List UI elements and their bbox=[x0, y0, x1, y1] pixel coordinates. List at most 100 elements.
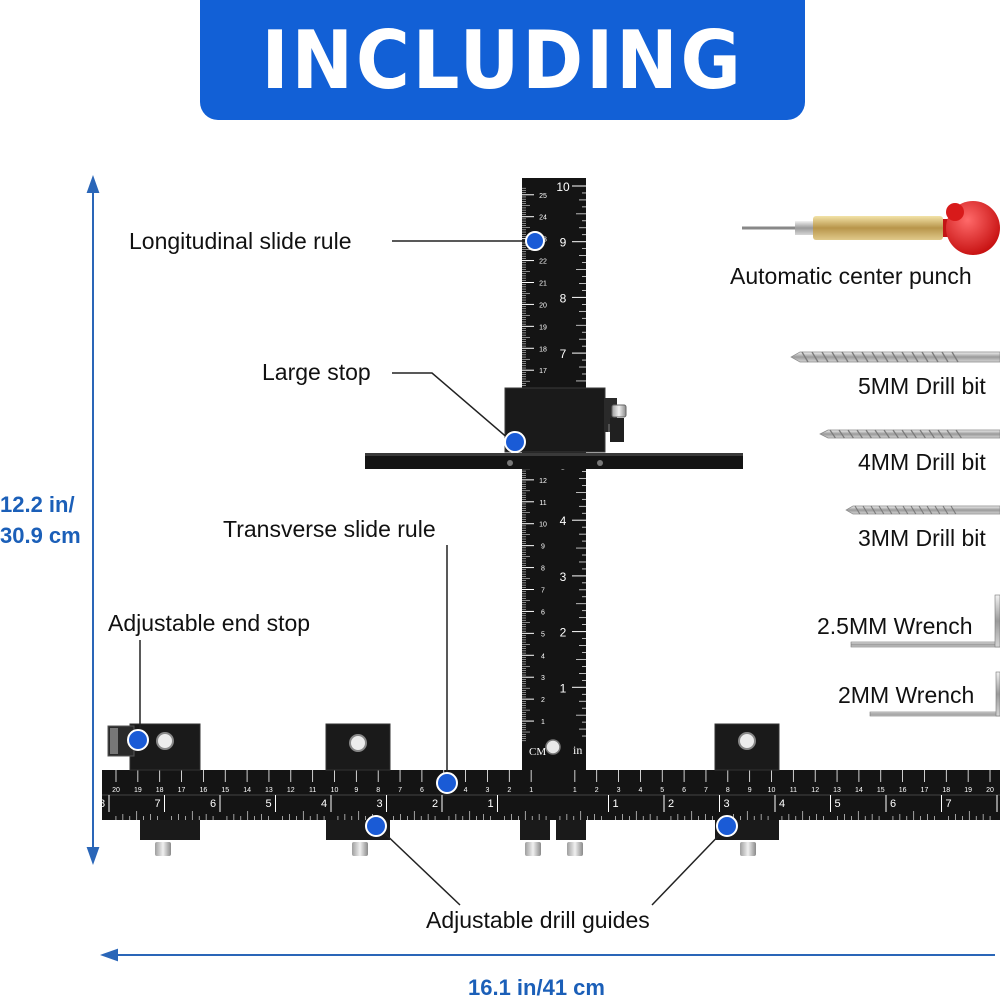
h-inch-tick-label: 3 bbox=[723, 798, 729, 810]
drill-flute bbox=[934, 505, 941, 515]
drill-flute bbox=[894, 505, 901, 515]
height-dimension-arrow bbox=[86, 175, 100, 865]
dimension-width: 16.1 in/41 cm bbox=[468, 975, 605, 1000]
h-cm-tick-label: 18 bbox=[156, 787, 164, 794]
h-inch-tick-label: 3 bbox=[376, 798, 382, 810]
dimension-height-cm: 30.9 cm bbox=[0, 523, 81, 548]
drill-bit-3mm bbox=[845, 505, 1000, 515]
drill-flute bbox=[946, 429, 953, 439]
label-drill-bit-5mm: 5MM Drill bit bbox=[858, 373, 986, 399]
h-cm-tick-label: 2 bbox=[595, 787, 599, 794]
h-cm-tick-label: 5 bbox=[660, 787, 664, 794]
width-dimension-arrow bbox=[100, 948, 995, 962]
drill-flute bbox=[871, 351, 879, 363]
drill-flute bbox=[874, 429, 881, 439]
drill-flute bbox=[838, 429, 845, 439]
callout-dot-longitudinal bbox=[525, 231, 545, 251]
h-inch-tick-label: 4 bbox=[779, 798, 785, 810]
drill-flute bbox=[847, 429, 854, 439]
label-wrench-2mm: 2MM Wrench bbox=[838, 682, 975, 708]
h-cm-tick-label: 1 bbox=[573, 787, 577, 794]
title-banner: INCLUDING bbox=[200, 0, 805, 120]
h-cm-tick-label: 11 bbox=[790, 787, 797, 794]
drill-flute bbox=[865, 429, 872, 439]
drill-flute bbox=[951, 351, 959, 363]
banner-title: INCLUDING bbox=[261, 14, 744, 107]
v-cm-tick-label: 1 bbox=[541, 719, 545, 726]
callout-dot-drill-guide-right bbox=[716, 815, 738, 837]
callout-dot-large-stop bbox=[504, 431, 526, 453]
v-cm-tick-label: 11 bbox=[539, 500, 546, 507]
h-inch-tick-label: 4 bbox=[321, 798, 327, 810]
h-cm-tick-label: 18 bbox=[942, 787, 950, 794]
v-cm-tick-label: 17 bbox=[539, 368, 547, 375]
drill-flute bbox=[918, 505, 925, 515]
drill-flute bbox=[811, 351, 819, 363]
drill-flute bbox=[955, 429, 962, 439]
v-cm-tick-label: 24 bbox=[539, 215, 547, 222]
drill-flute bbox=[931, 351, 939, 363]
label-adjustable-drill-guides: Adjustable drill guides bbox=[426, 907, 650, 933]
h-cm-tick-label: 8 bbox=[376, 787, 380, 794]
h-cm-tick-label: 17 bbox=[178, 787, 186, 794]
h-inch-tick-label: 5 bbox=[265, 798, 271, 810]
h-cm-tick-label: 10 bbox=[331, 787, 339, 794]
h-cm-tick-label: 12 bbox=[811, 787, 819, 794]
h-cm-tick-label: 19 bbox=[964, 787, 972, 794]
v-cm-tick-label: 10 bbox=[539, 522, 547, 529]
v-cm-tick-label: 4 bbox=[541, 653, 545, 660]
longitudinal-slide-rule: 1234567891011121314151617181920212223242… bbox=[522, 178, 586, 772]
h-cm-tick-label: 1 bbox=[529, 787, 533, 794]
drill-flute bbox=[926, 505, 933, 515]
drill-flute bbox=[901, 429, 908, 439]
h-cm-tick-label: 8 bbox=[726, 787, 730, 794]
h-cm-tick-label: 12 bbox=[287, 787, 295, 794]
callout-dots bbox=[127, 231, 738, 837]
h-inch-tick-label: 1 bbox=[487, 798, 493, 810]
drill-flute bbox=[919, 429, 926, 439]
label-drill-bit-3mm: 3MM Drill bit bbox=[858, 525, 986, 551]
label-adjustable-end-stop: Adjustable end stop bbox=[108, 610, 311, 636]
h-inch-tick-label: 6 bbox=[210, 798, 216, 810]
drill-flute bbox=[856, 429, 863, 439]
h-cm-tick-label: 3 bbox=[485, 787, 489, 794]
drill-flute bbox=[870, 505, 877, 515]
h-inch-tick-label: 5 bbox=[834, 798, 840, 810]
h-inch-tick-label: 2 bbox=[668, 798, 674, 810]
drill-flute bbox=[942, 505, 949, 515]
hex-wrench-2-5mm bbox=[850, 594, 1000, 648]
drill-flute bbox=[928, 429, 935, 439]
v-inch-tick-label: 9 bbox=[560, 236, 567, 250]
h-cm-tick-label: 14 bbox=[243, 787, 251, 794]
h-cm-tick-label: 4 bbox=[638, 787, 642, 794]
ruler-unit-in: in bbox=[573, 743, 582, 757]
h-cm-tick-label: 16 bbox=[899, 787, 907, 794]
h-inch-tick-label: 8 bbox=[99, 798, 105, 810]
drill-flute bbox=[801, 351, 809, 363]
drill-flute bbox=[851, 351, 859, 363]
drill-flute bbox=[821, 351, 829, 363]
drill-flute bbox=[902, 505, 909, 515]
h-cm-tick-label: 9 bbox=[354, 787, 358, 794]
h-cm-tick-label: 13 bbox=[265, 787, 273, 794]
v-cm-tick-label: 25 bbox=[539, 193, 547, 200]
h-inch-tick-label: 6 bbox=[890, 798, 896, 810]
v-cm-tick-label: 8 bbox=[541, 566, 545, 573]
h-inch-tick-label: 7 bbox=[154, 798, 160, 810]
h-cm-tick-label: 6 bbox=[420, 787, 424, 794]
callout-dot-drill-guide-left bbox=[365, 815, 387, 837]
h-cm-tick-label: 6 bbox=[682, 787, 686, 794]
label-large-stop: Large stop bbox=[262, 359, 371, 385]
v-cm-tick-label: 5 bbox=[541, 631, 545, 638]
v-cm-tick-label: 20 bbox=[539, 302, 547, 309]
v-inch-tick-label: 1 bbox=[560, 681, 567, 695]
callout-dot-end-stop bbox=[127, 729, 149, 751]
v-cm-tick-label: 21 bbox=[539, 280, 547, 287]
ruler-unit-cm: CM bbox=[529, 746, 546, 758]
drill-flute bbox=[886, 505, 893, 515]
v-cm-tick-label: 7 bbox=[541, 587, 545, 594]
drill-flute bbox=[921, 351, 929, 363]
h-cm-tick-label: 15 bbox=[221, 787, 229, 794]
v-inch-tick-label: 2 bbox=[560, 626, 567, 640]
